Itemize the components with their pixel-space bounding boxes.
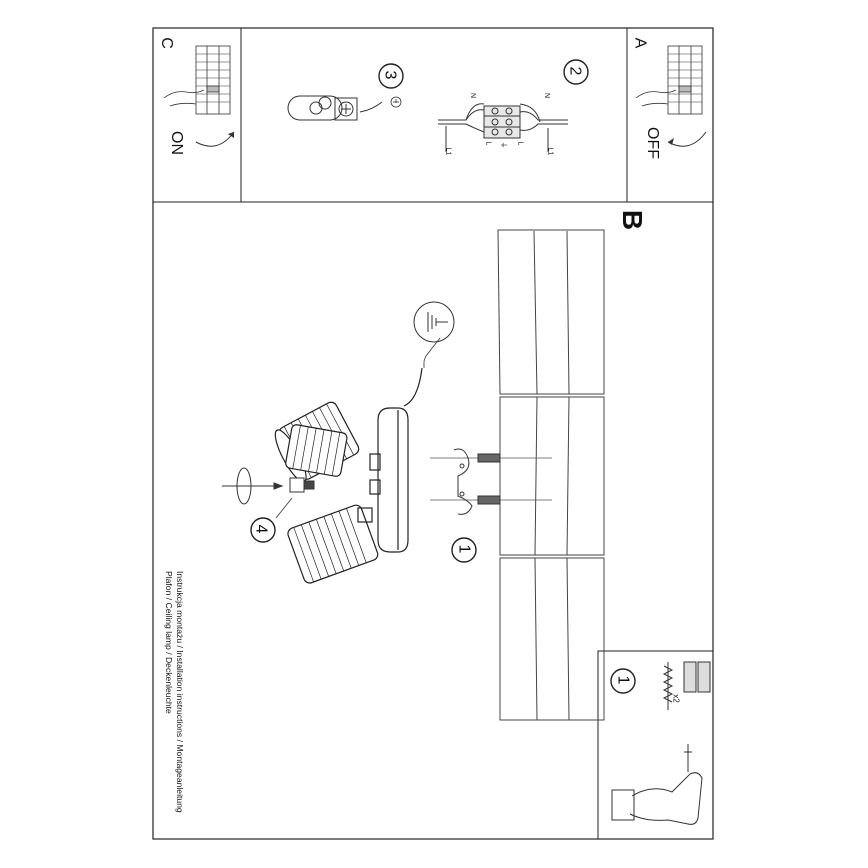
earth-bubble-icon [413, 301, 455, 343]
step2-circle [563, 59, 589, 85]
step4-number: 4 [252, 524, 270, 534]
ceiling-boards-illustration [497, 229, 605, 721]
panel-a-letter: A [631, 37, 649, 49]
panel-b-letter: B [617, 209, 649, 231]
ceiling-lamp-illustration [274, 367, 423, 584]
wire-label-n-right: N [543, 92, 551, 99]
earth-sign-icon [427, 312, 448, 332]
arrowhead-on-icon [228, 132, 234, 138]
step1-number: 1 [455, 544, 473, 554]
step1-box-circle [610, 668, 636, 694]
ground-terminal-illustration [287, 95, 383, 121]
wire-label-l1-left: L1 [444, 147, 452, 156]
caption-line1: Instrukcja montażu / Installation instru… [175, 571, 185, 813]
step3-number: 3 [381, 70, 399, 80]
wire-label-l-right: L [516, 141, 524, 146]
step4-circle [250, 517, 276, 543]
grub-screw-illustration [289, 477, 315, 493]
panel-c-letter: C [157, 37, 175, 49]
drill-illustration [611, 744, 703, 825]
wire-label-earth: ⏚ [499, 141, 507, 149]
step1-box-number: 1 [614, 675, 632, 685]
wire-label-l1-right: L1 [546, 147, 554, 156]
caption-line2: Plafon / Ceiling lamp / Deckenleuchte [164, 571, 174, 714]
panel-step1-frame [597, 650, 714, 840]
panel-c-state: ON [168, 131, 185, 155]
page-border [152, 27, 714, 840]
earth-symbol-icon [390, 96, 402, 108]
step1-circle [451, 537, 477, 563]
step2-number: 2 [566, 66, 584, 76]
panel-a-state: OFF [644, 127, 661, 159]
wire-label-n-left: N [469, 92, 477, 99]
mounting-screws-illustration [430, 448, 552, 515]
breaker-c-illustration [163, 45, 231, 115]
arrowhead-off-icon [668, 138, 674, 145]
breaker-a-illustration [635, 45, 703, 115]
wire-label-l-left: L [484, 141, 492, 146]
step3-circle [378, 63, 404, 89]
earth-cable [423, 337, 441, 368]
fixings-quantity: x2 [671, 694, 681, 703]
terminal-block-illustration [438, 103, 568, 152]
arrow-off-icon [667, 131, 707, 147]
dowel-screw-illustration [662, 661, 711, 710]
rotation-arrow-icon [222, 467, 284, 505]
